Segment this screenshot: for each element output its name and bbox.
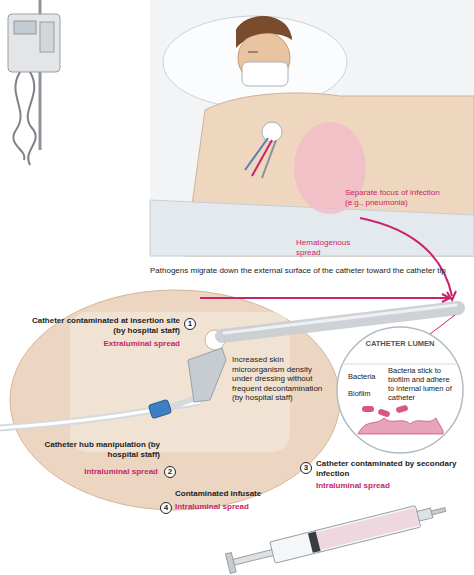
inset-note: Bacteria stick to biofilm and adhere to …	[388, 366, 458, 402]
iv-pump-part	[8, 14, 60, 72]
catheter-hub	[0, 348, 226, 428]
callout-number: 3	[300, 462, 312, 474]
callout-number: 1	[184, 318, 196, 330]
catheter-magnified-part	[200, 297, 448, 299]
patient-in-bed-part	[236, 18, 292, 44]
spread-label: Extraluminal spread	[60, 339, 180, 349]
patient-in-bed-part	[262, 122, 282, 142]
patient-in-bed-part	[242, 62, 288, 86]
patient-in-bed-part	[262, 140, 276, 178]
iv-pump-part	[28, 72, 36, 165]
syringe-part	[431, 508, 446, 515]
bacterium	[377, 408, 390, 418]
syringe-part	[308, 531, 321, 552]
catheter-magnified-part	[224, 305, 456, 333]
skin-note: Increased skin microorganism density und…	[232, 355, 332, 403]
syringe-part	[316, 508, 419, 550]
spread-label: Intraluminal spread	[175, 502, 285, 512]
lumen-wall	[342, 364, 458, 365]
patient-in-bed-part	[360, 218, 452, 296]
catheter-hub-part	[168, 398, 195, 408]
iv-pump-part	[14, 21, 36, 34]
route-heading: Catheter contaminated by secondary infec…	[316, 459, 466, 478]
callout-number: 4	[160, 502, 172, 514]
inset-outline	[337, 327, 463, 453]
route-heading: Catheter hub manipulation (by hospital s…	[15, 440, 160, 459]
route-heading: Catheter contaminated at insertion site …	[20, 316, 180, 335]
part-label: Bacteria	[348, 372, 388, 381]
lumen-inset-circle: CATHETER LUMEN BacteriaBiofilmBacteria st…	[336, 326, 464, 454]
patient-in-bed	[150, 0, 474, 300]
iv-pump	[8, 0, 60, 165]
syringe-part	[225, 553, 236, 574]
syringe	[225, 499, 448, 575]
catheter-magnified-part	[442, 294, 450, 302]
syringe-part	[270, 506, 421, 564]
part-label: Biofilm	[348, 389, 388, 398]
iv-pump-part	[13, 72, 24, 160]
route-heading: Contaminated infusate	[175, 489, 295, 499]
catheter-hub-part	[148, 399, 171, 418]
catheter-magnified-part	[430, 315, 455, 334]
infection-focus-label: Separate focus of infection (e.g., pneum…	[345, 188, 445, 207]
spread-label: Intraluminal spread	[316, 481, 436, 491]
syringe-part	[233, 548, 278, 565]
callout-number: 2	[164, 466, 176, 478]
bacterium	[395, 405, 408, 414]
spread-label: Hematogenous spread	[296, 238, 376, 257]
migration-note: Pathogens migrate down the external surf…	[150, 266, 450, 276]
syringe-part	[417, 508, 433, 521]
inset-heading: CATHETER LUMEN	[350, 339, 450, 348]
spread-label: Intraluminal spread	[40, 467, 158, 477]
iv-pump-part	[40, 22, 54, 52]
bacterium	[362, 406, 374, 412]
patient-in-bed-part	[150, 0, 474, 256]
patient-in-bed-part	[248, 52, 258, 53]
catheter-hub-part	[188, 348, 226, 402]
biofilm-layer	[358, 418, 443, 434]
